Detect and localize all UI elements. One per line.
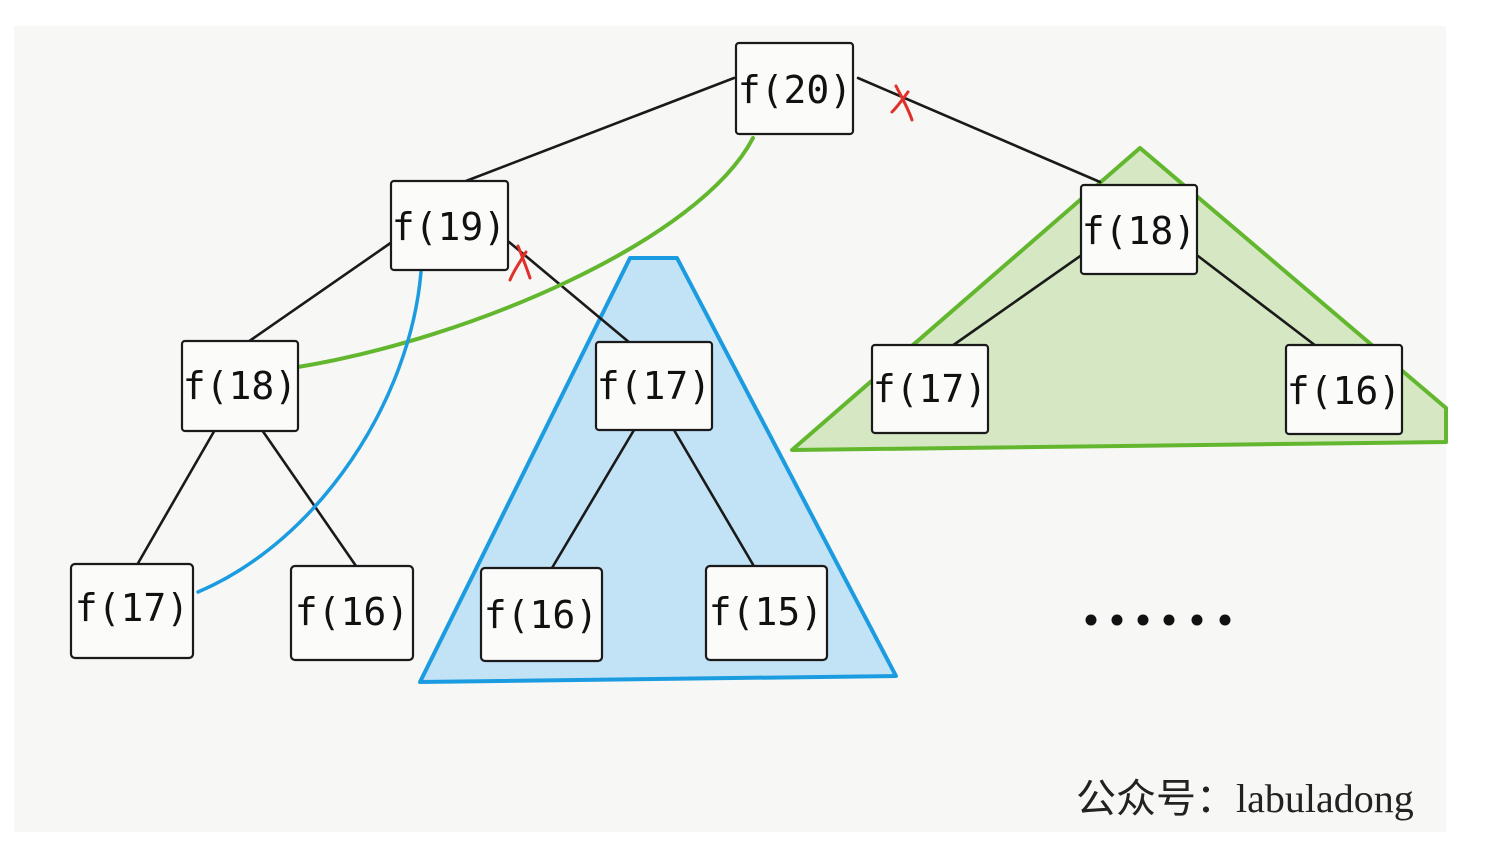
edge-19-18 (246, 240, 394, 344)
edge-18-17-green (950, 250, 1088, 348)
tree-node: f(17) (870, 343, 990, 435)
node-label: f(18) (1082, 209, 1196, 253)
node-label: f(16) (1287, 369, 1401, 413)
tree-node: f(17) (69, 562, 195, 660)
tree-node: f(17) (594, 340, 714, 432)
tree-node: f(15) (704, 564, 829, 662)
tree-node: f(16) (479, 566, 604, 663)
prune-cross-icon (508, 244, 532, 282)
node-label: f(17) (75, 586, 189, 630)
edge-18-16-green (1196, 254, 1318, 348)
ellipsis: …… (1085, 599, 1231, 626)
tree-node: f(16) (1284, 343, 1404, 436)
node-label: f(17) (597, 364, 711, 408)
prune-cross-icon (890, 84, 914, 122)
node-label: f(19) (392, 205, 506, 249)
tree-node: f(19) (389, 179, 510, 272)
ellipsis-text: …… (1160, 599, 1164, 601)
node-label: f(20) (738, 68, 852, 112)
tree-node: f(18) (180, 339, 300, 433)
node-label: f(17) (873, 367, 987, 411)
tree-node: f(18) (1079, 183, 1199, 276)
edge-17-16-blue (550, 428, 636, 570)
edge-20-19 (464, 76, 736, 183)
watermark: 公众号：labuladong (1076, 776, 1414, 821)
edge-20-18 (856, 76, 1102, 184)
node-label: f(16) (484, 593, 598, 637)
edge-19-17 (507, 240, 632, 345)
reuse-curve-green (290, 136, 755, 370)
edge-18-17-left (135, 426, 218, 567)
node-label: f(15) (709, 590, 823, 634)
node-label: f(18) (183, 364, 297, 408)
tree-node: f(16) (289, 564, 415, 662)
edge-18-16-left (260, 428, 358, 568)
edge-17-15-blue (672, 428, 757, 570)
tree-node: f(20) (734, 41, 855, 136)
reuse-curve-blue (196, 270, 423, 594)
node-label: f(16) (295, 590, 409, 634)
